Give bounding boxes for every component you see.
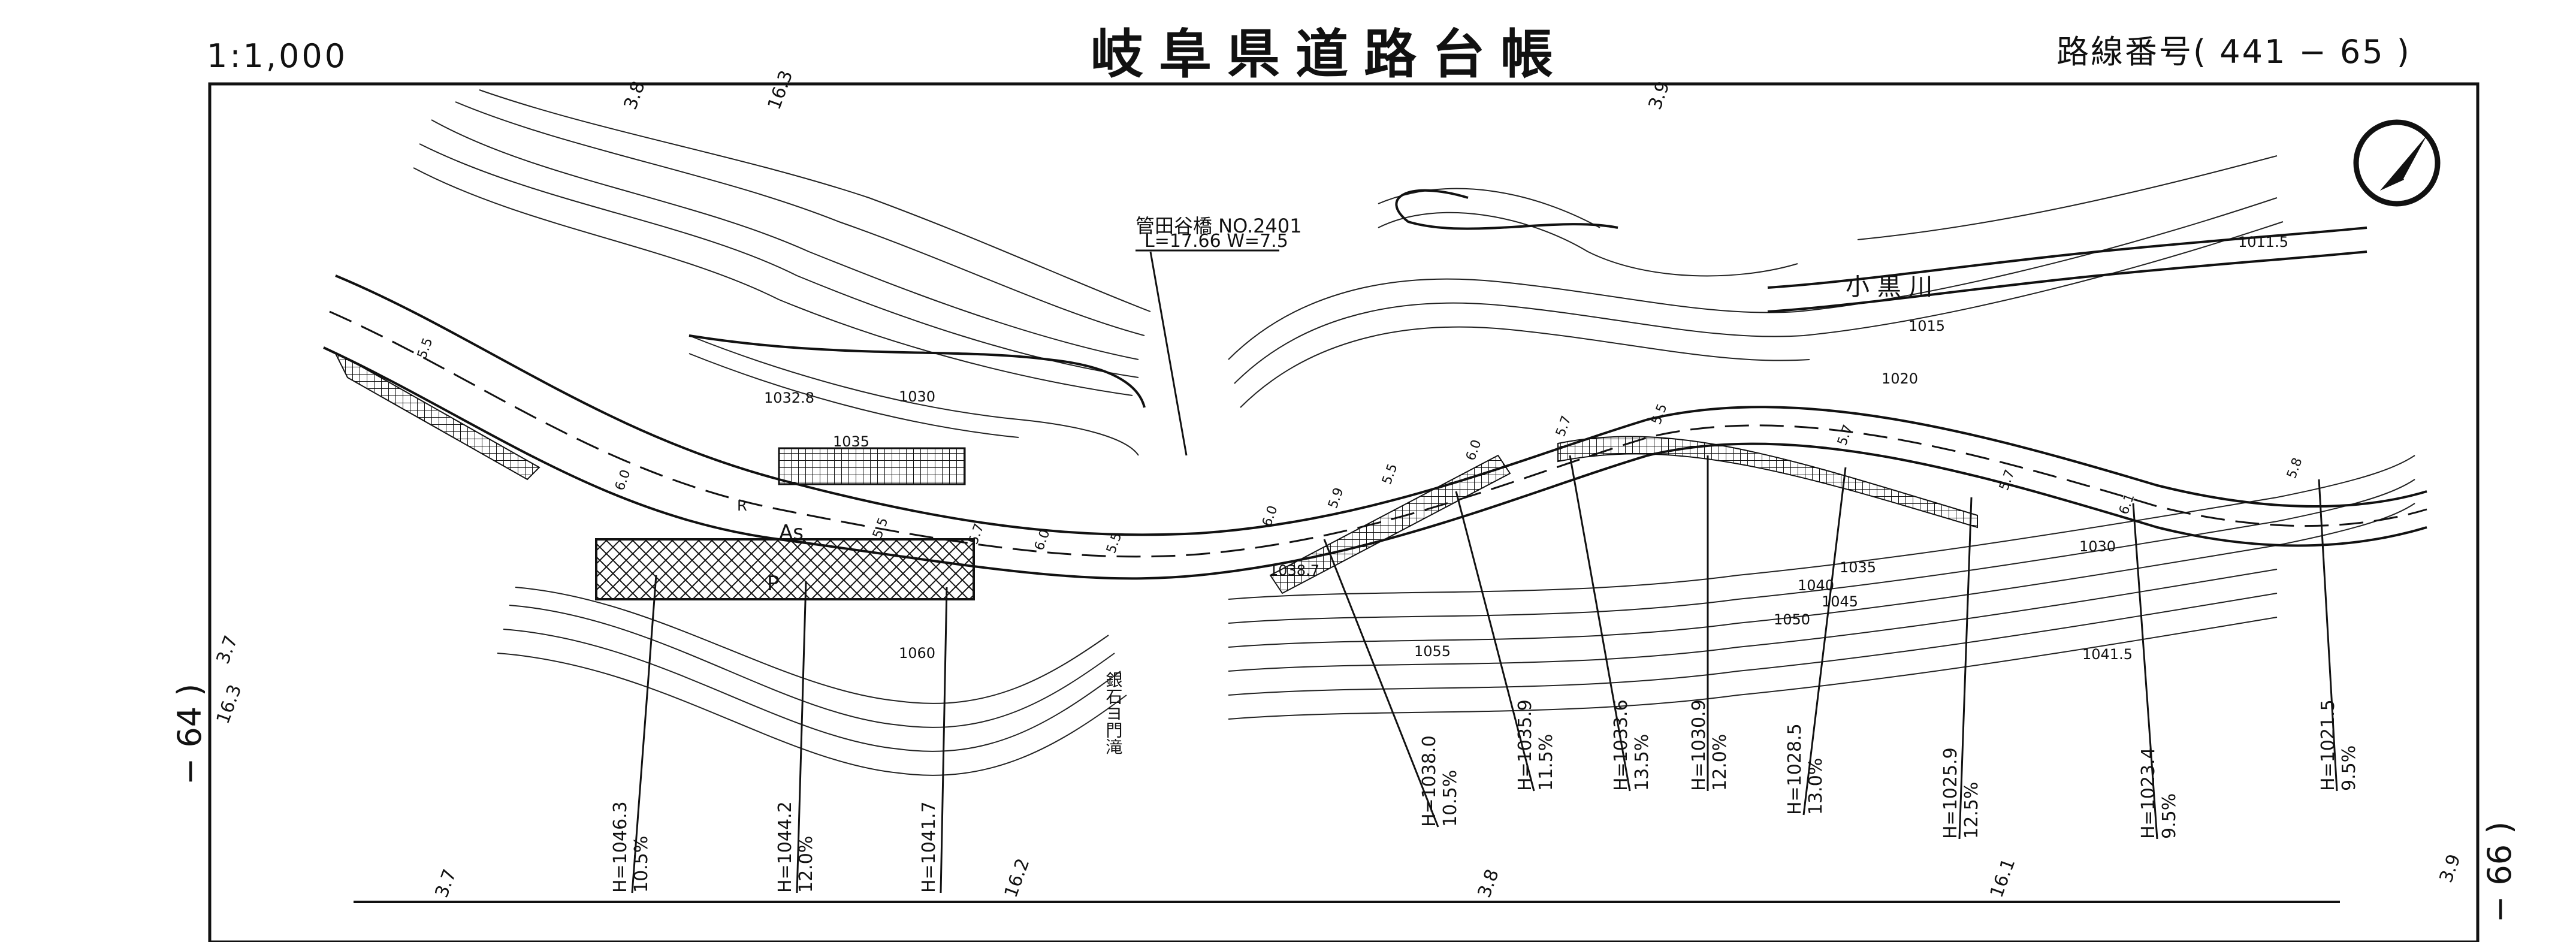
grade-leaders: [631, 455, 2338, 893]
map-scale: 1:1,000: [207, 37, 348, 75]
surface-as-label: As: [779, 521, 804, 545]
km-marker-9: 16.1: [1986, 856, 2020, 901]
waterfall-name-label: 銀石ヨ門滝: [1104, 671, 1124, 755]
grade-elevation: H=1035.9: [1515, 699, 1536, 791]
width-label: 5.8: [2284, 456, 2305, 481]
elevation-label: 1050: [1774, 611, 1810, 628]
elevation-label: 1041.5: [2082, 646, 2133, 663]
grade-percent: 13.0%: [1805, 758, 1826, 815]
km-marker-10: 3.9: [2436, 852, 2465, 886]
wall-block: [778, 447, 966, 485]
bridge-name-label: 管田谷橋 NO.2401: [1136, 215, 1302, 237]
grade-elevation: H=1038.0: [1419, 735, 1440, 827]
width-label: 6.0: [612, 468, 633, 493]
width-label: 5.5: [870, 516, 891, 541]
grade-elevation: H=1025.9: [1940, 747, 1961, 839]
parking-area: [595, 538, 975, 600]
grade-percent: 11.5%: [1536, 734, 1557, 791]
grade-elevation: H=1028.5: [1784, 723, 1805, 815]
km-marker-8: 3.8: [1474, 866, 1503, 901]
elevation-label: 1030: [899, 388, 935, 405]
km-marker-5: 16.3: [213, 682, 246, 727]
elevation-label: 1055: [1414, 643, 1451, 660]
grade-percent: 10.5%: [631, 836, 652, 893]
km-marker-6: 3.7: [431, 866, 461, 901]
grade-percent: 12.5%: [1961, 782, 1982, 839]
width-label: 5.7: [1835, 423, 1856, 448]
grade-percent: 13.5%: [1632, 734, 1653, 791]
road: [323, 274, 2427, 580]
elevation-label: 1015: [1908, 318, 1945, 334]
upper-right-contours: [1228, 155, 2284, 408]
km-marker-2: 16.3: [764, 68, 798, 113]
grade-elevation: H=1041.7: [919, 801, 940, 893]
width-label: 5.5: [1379, 462, 1400, 487]
road-r-label: R: [737, 497, 747, 514]
river: [688, 189, 2367, 408]
elevation-label: 1032.8: [764, 390, 814, 406]
elevation-label: 1060: [899, 645, 935, 662]
elevation-label: 1030: [2079, 538, 2116, 555]
grade-elevation: H=1033.6: [1611, 699, 1632, 791]
km-marker-7: 16.2: [1001, 856, 1034, 901]
grade-elevation: H=1044.2: [775, 801, 796, 893]
width-label: 5.7: [1997, 468, 2018, 493]
elevation-label: 1038.7: [1269, 562, 1319, 579]
grade-percent: 9.5%: [2339, 745, 2360, 791]
width-label: 5.7: [1553, 414, 1574, 439]
grade-percent: 12.0%: [796, 836, 817, 893]
km-marker-4: 3.7: [213, 633, 242, 667]
retaining-wall-right: [1557, 436, 1978, 529]
north-arrow-icon: [2353, 119, 2441, 207]
grade-percent: 12.0%: [1710, 734, 1731, 791]
upper-left-contours: [413, 89, 1151, 456]
bridge-leader: [1149, 251, 1188, 456]
elevation-label: 1035: [1840, 559, 1876, 576]
width-label: 5.5: [1649, 402, 1670, 427]
grade-elevation: H=1030.9: [1689, 699, 1710, 791]
grade-percent: 10.5%: [1440, 770, 1461, 827]
width-label: 5.7: [966, 522, 987, 547]
parking-p-label: P: [767, 572, 780, 596]
map-frame: [208, 82, 2480, 942]
bridge-dims-label: L=17.66 W=7.5: [1144, 231, 1288, 252]
elevation-label: 1045: [1822, 593, 1858, 610]
width-label: 5.5: [415, 336, 436, 361]
grade-percent: 9.5%: [2159, 793, 2180, 839]
width-label: 5.9: [1325, 486, 1346, 511]
grade-elevation: H=1021.5: [2318, 699, 2339, 791]
elevation-label: 1011.5: [2238, 234, 2288, 250]
river-name-label: 小 黒 川: [1846, 273, 1932, 301]
width-label: 6.0: [1463, 438, 1484, 463]
elevation-label: 1020: [1882, 370, 1918, 387]
elevation-label: 1035: [833, 433, 869, 450]
grade-elevation: H=1046.3: [610, 801, 631, 893]
grade-elevation: H=1023.4: [2138, 747, 2159, 839]
route-number: 路線番号( 441 − 65 ): [2056, 33, 2411, 71]
retaining-wall-left: [334, 352, 540, 481]
page-title: 岐阜県道路台帳: [1091, 23, 1569, 85]
elevation-label: 1040: [1798, 577, 1834, 594]
retaining-wall-mid: [1269, 454, 1511, 594]
